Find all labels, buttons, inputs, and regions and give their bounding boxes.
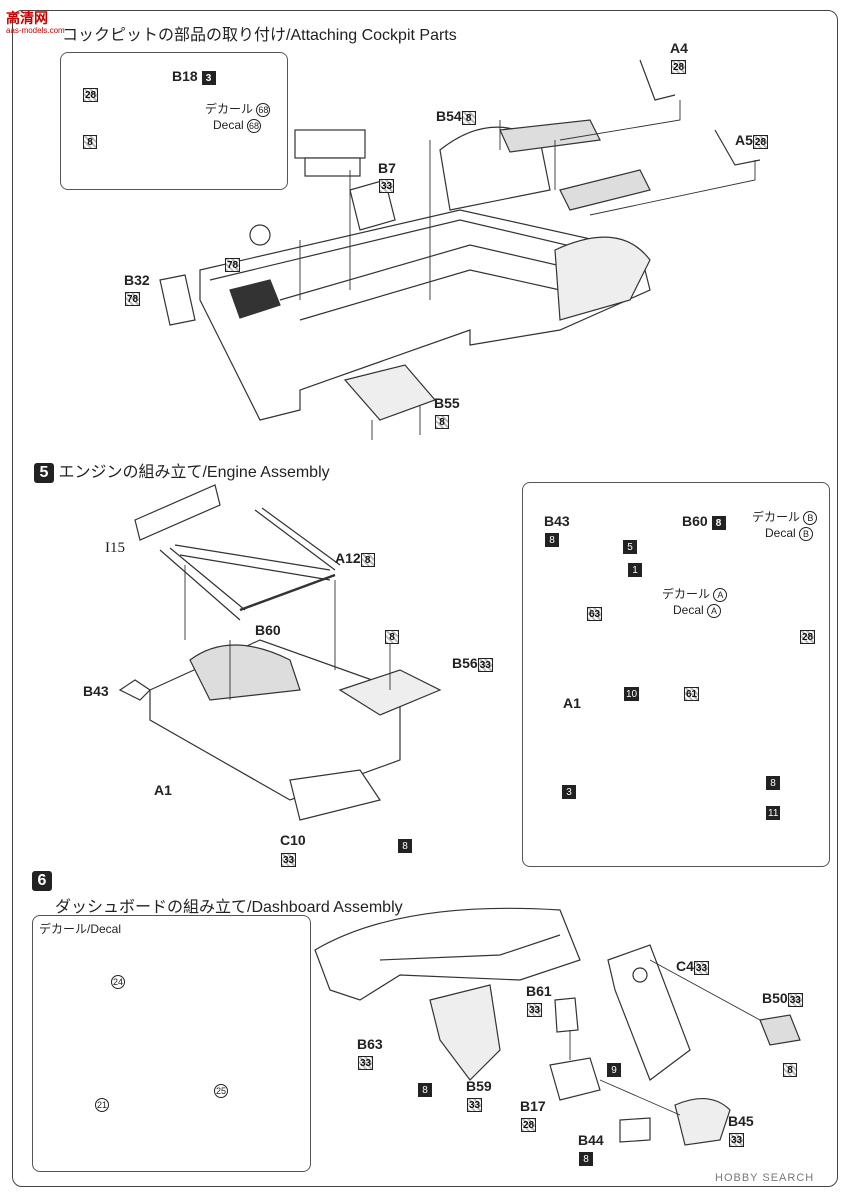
inset-color-11: 11 xyxy=(766,806,781,820)
brand-logo-subtext: aas-models.com xyxy=(6,26,65,35)
i15-label: I15 xyxy=(105,540,125,556)
dashboard-drawing xyxy=(314,907,801,1146)
inset-color-28: 28 xyxy=(800,630,816,644)
b43-label: B43 xyxy=(83,683,109,699)
b18-color-8: 8 xyxy=(83,132,97,150)
b18-label: B18 3 xyxy=(172,68,216,85)
a4-color: 28 xyxy=(671,60,687,74)
b59-label: B59 xyxy=(466,1078,492,1094)
inset-decal-b-jp: デカール B xyxy=(752,508,818,525)
inset-decal-a-en: Decal A xyxy=(673,603,722,618)
b44-label: B44 xyxy=(578,1132,604,1148)
section-4-title: コックピットの部品の取り付け/Attaching Cockpit Parts xyxy=(62,27,457,44)
b56-top-color: 8 xyxy=(385,627,399,645)
c10-label: C10 xyxy=(280,832,306,848)
b45-color: 33 xyxy=(729,1133,745,1147)
section-6-title: ダッシュボードの組み立て/Dashboard Assembly xyxy=(55,899,403,916)
dash-decal-inset xyxy=(32,915,311,1172)
seat-color-78: 78 xyxy=(225,258,241,272)
inset-decal-b-en: Decal B xyxy=(765,526,814,541)
b32-label: B32 xyxy=(124,272,150,288)
step-6-badge-wrap: 6 xyxy=(32,871,52,891)
b7-label: B7 xyxy=(378,160,396,176)
inset-color-8: 8 xyxy=(766,773,780,791)
inset-b43-color-1: 1 xyxy=(628,560,642,578)
inset-b43-color-8: 8 xyxy=(545,530,559,548)
dash-decal-21: 21 xyxy=(95,1098,109,1112)
instruction-frame xyxy=(12,10,838,1187)
b17-color-9: 9 xyxy=(607,1060,621,1078)
b17-color: 28 xyxy=(521,1118,537,1132)
c10-bracket-color: 8 xyxy=(398,836,412,854)
inset-b43-color-63: 63 xyxy=(587,607,603,621)
inset-b60-label: B60 8 xyxy=(682,513,726,530)
section-5-header: 5 エンジンの組み立て/Engine Assembly xyxy=(34,458,330,483)
b61-color: 33 xyxy=(527,1003,543,1017)
step-6-badge: 6 xyxy=(32,871,52,891)
brand-logo: 高清网 xyxy=(6,8,48,28)
inset-a1-label: A1 xyxy=(563,695,581,711)
b18-decal-jp: デカール 68 xyxy=(205,102,271,117)
chassis-drawing xyxy=(159,59,761,440)
b44-color: 8 xyxy=(579,1149,593,1167)
b60-label: B60 xyxy=(255,622,281,638)
dash-decal-inset-title: デカール/Decal xyxy=(39,922,122,936)
b18-decal-en: Decal 68 xyxy=(213,118,262,133)
b59-color-8: 8 xyxy=(418,1080,432,1098)
b63-label: B63 xyxy=(357,1036,383,1052)
b63-color: 33 xyxy=(358,1056,374,1070)
inset-color-61: 61 xyxy=(684,687,700,701)
engine-detail-inset xyxy=(522,482,830,867)
brand-logo-text: 高清网 xyxy=(6,10,48,26)
step-5-badge: 5 xyxy=(34,463,54,483)
b59-color: 33 xyxy=(467,1098,483,1112)
a1-label: A1 xyxy=(154,782,172,798)
b45-label: B45 xyxy=(728,1113,754,1129)
dash-decal-25: 25 xyxy=(214,1084,228,1098)
inset-b43-color-5: 5 xyxy=(623,537,637,555)
b7-color: 33 xyxy=(379,179,395,193)
b18-color-28: 28 xyxy=(83,88,99,102)
watermark: HOBBY SEARCH xyxy=(715,1172,815,1184)
inset-b43-label: B43 xyxy=(544,513,570,529)
engine-drawing xyxy=(118,484,442,821)
dash-decal-24: 24 xyxy=(111,975,125,989)
inset-color-3: 3 xyxy=(562,782,576,800)
inset-color-10: 10 xyxy=(624,687,640,701)
b55-label: B55 xyxy=(434,395,460,411)
b17-label: B17 xyxy=(520,1098,546,1114)
b50-color-8: 8 xyxy=(783,1060,797,1078)
b55-color: 8 xyxy=(435,412,449,430)
inset-decal-a-jp: デカール A xyxy=(662,585,728,602)
c10-color: 33 xyxy=(281,853,297,867)
a4-label: A4 xyxy=(670,40,688,56)
b32-color: 78 xyxy=(125,292,141,306)
b61-label: B61 xyxy=(526,983,552,999)
section-5-title: エンジンの組み立て/Engine Assembly xyxy=(58,464,330,481)
